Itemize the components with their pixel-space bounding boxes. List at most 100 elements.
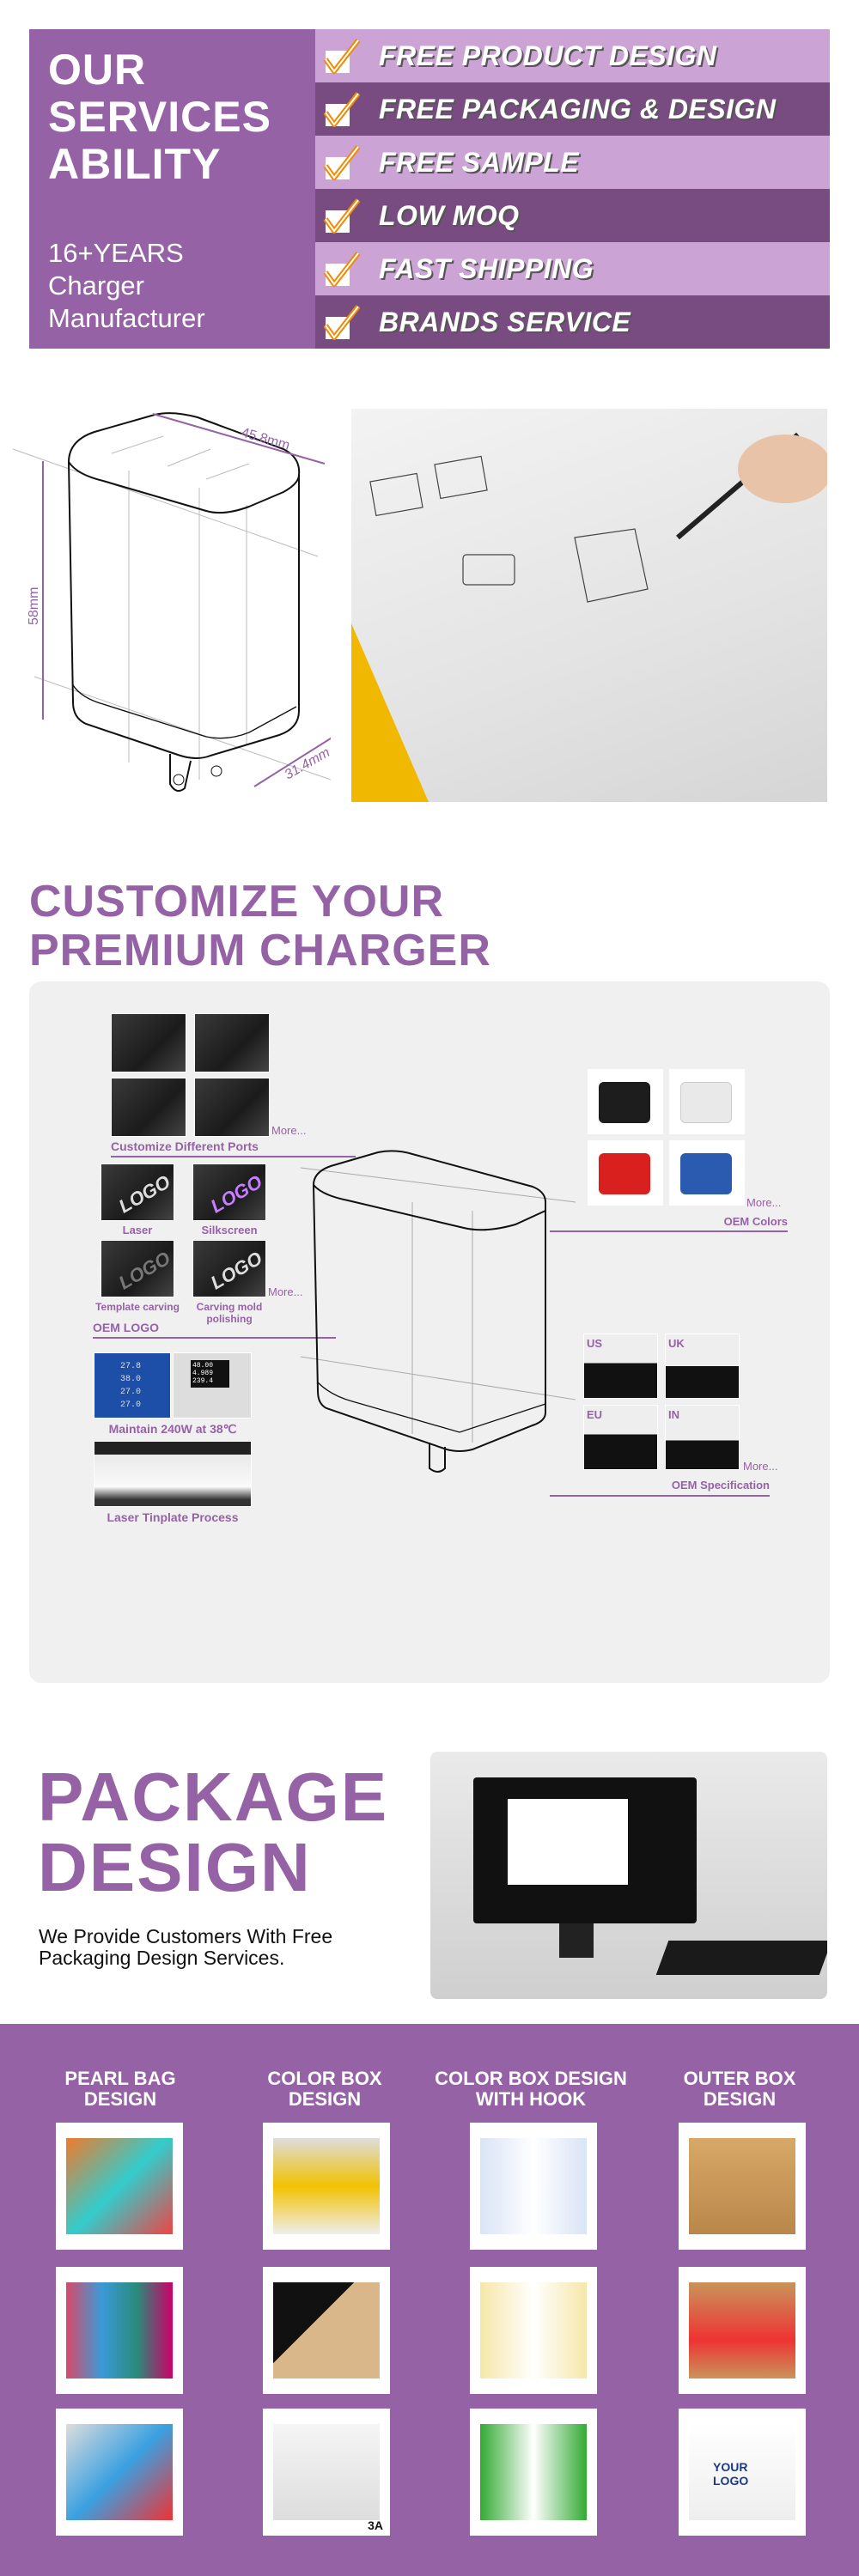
meter-reading: 38.0 xyxy=(120,1375,142,1384)
color-option-white xyxy=(669,1069,745,1134)
checkmark-icon xyxy=(322,197,362,234)
services-banner-left: OUR SERVICES ABILITY 16+YEARS Charger Ma… xyxy=(29,29,315,349)
template-carving-image: LOGO xyxy=(101,1240,174,1297)
oem-spec-label: OEM Specification xyxy=(671,1479,770,1492)
package-sample-image xyxy=(470,2409,597,2536)
service-row: FREE PRODUCT DESIGN xyxy=(315,29,830,82)
column-title-line: COLOR BOX xyxy=(267,2068,382,2089)
colors-more-link[interactable]: More... xyxy=(746,1196,782,1209)
package-sample-image xyxy=(679,2123,806,2250)
service-label: FREE PRODUCT DESIGN xyxy=(379,39,717,71)
maintain-label: Maintain 240W at 38℃ xyxy=(108,1422,237,1436)
plug-in-label: IN xyxy=(668,1408,679,1421)
checkmark-icon xyxy=(322,37,362,75)
color-option-blue xyxy=(669,1140,745,1206)
plug-in-image: IN xyxy=(665,1405,740,1470)
spec-more-link[interactable]: More... xyxy=(743,1460,778,1473)
logo-text: LOGO xyxy=(206,1247,266,1294)
oem-colors-arrow xyxy=(550,1230,788,1232)
plug-us-image: US xyxy=(583,1334,658,1399)
port-option-image xyxy=(194,1013,270,1072)
checkmark-icon xyxy=(322,90,362,128)
checkmark-icon xyxy=(322,303,362,341)
logo-text: LOGO xyxy=(206,1170,266,1218)
logo-text: LOGO xyxy=(114,1170,174,1218)
package-sample-image xyxy=(263,2123,390,2250)
plug-uk-image: UK xyxy=(665,1334,740,1399)
package-subtitle-line: Packaging Design Services. xyxy=(39,1947,285,1969)
port-option-image xyxy=(111,1013,186,1072)
plug-eu-image: EU xyxy=(583,1405,658,1470)
oem-spec-arrow xyxy=(550,1495,770,1497)
ports-label: Customize Different Ports xyxy=(111,1139,259,1153)
meter-reading: 4.989 xyxy=(192,1370,214,1377)
laser-tinplate-image xyxy=(94,1441,252,1507)
banner-title-line: ABILITY xyxy=(48,140,222,188)
column-title-line: DESIGN xyxy=(703,2088,777,2110)
silkscreen-logo-image: LOGO xyxy=(192,1163,266,1221)
package-subtitle-line: We Provide Customers With Free xyxy=(39,1925,333,1947)
service-row: FREE SAMPLE xyxy=(315,136,830,189)
laser-logo-image: LOGO xyxy=(101,1163,174,1221)
customize-title: CUSTOMIZE YOUR PREMIUM CHARGER xyxy=(29,878,491,975)
package-sample-image xyxy=(470,2267,597,2394)
banner-title-line: SERVICES xyxy=(48,93,271,141)
checkmark-icon xyxy=(322,143,362,181)
service-row: LOW MOQ xyxy=(315,189,830,242)
service-row: FREE PACKAGING & DESIGN xyxy=(315,82,830,136)
package-sample-image: YOUR LOGO xyxy=(679,2409,806,2536)
plug-eu-label: EU xyxy=(587,1408,603,1421)
banner-title-line: OUR xyxy=(48,46,147,94)
package-sample-image: 3A xyxy=(263,2409,390,2536)
width-dimension-label: 45.8mm xyxy=(240,426,291,453)
ports-arrow xyxy=(111,1156,356,1157)
service-label: FREE PACKAGING & DESIGN xyxy=(379,93,777,125)
package-title-line: PACKAGE xyxy=(38,1759,389,1835)
laser-tinplate-label: Laser Tinplate Process xyxy=(107,1510,239,1524)
service-row: FAST SHIPPING xyxy=(315,242,830,295)
color-option-red xyxy=(588,1140,663,1206)
ports-more-link[interactable]: More... xyxy=(271,1124,307,1137)
carving-mold-image: LOGO xyxy=(192,1240,266,1297)
package-sample-image xyxy=(56,2123,183,2250)
services-banner: OUR SERVICES ABILITY 16+YEARS Charger Ma… xyxy=(29,29,830,349)
port-option-image xyxy=(111,1078,186,1137)
oem-logo-arrow xyxy=(93,1337,336,1339)
meter-reading: 48.00 xyxy=(192,1362,214,1370)
column-title-line: PEARL BAG xyxy=(64,2068,176,2089)
package-title: PACKAGE DESIGN xyxy=(38,1762,388,1903)
package-sample-image xyxy=(263,2267,390,2394)
service-label: FREE SAMPLE xyxy=(379,146,580,178)
column-title-line: WITH HOOK xyxy=(475,2088,587,2110)
package-title-line: DESIGN xyxy=(38,1829,312,1905)
plug-uk-label: UK xyxy=(668,1337,685,1350)
logo-more-link[interactable]: More... xyxy=(268,1285,303,1298)
meter-reading: 239.4 xyxy=(192,1377,214,1385)
design-monitor-photo xyxy=(430,1752,827,1999)
oem-logo-label: OEM LOGO xyxy=(93,1321,159,1334)
banner-title: OUR SERVICES ABILITY xyxy=(48,46,271,188)
column-title-line: OUTER BOX xyxy=(683,2068,796,2089)
template-carving-label: Template carving xyxy=(95,1301,180,1313)
port-option-image xyxy=(194,1078,270,1137)
banner-subtitle-line: 16+YEARS xyxy=(48,238,184,268)
carving-mold-label: Carving mold polishing xyxy=(196,1301,263,1325)
package-sample-image xyxy=(56,2409,183,2536)
package-sample-image xyxy=(679,2267,806,2394)
laser-label: Laser xyxy=(122,1224,153,1236)
service-label: LOW MOQ xyxy=(379,199,520,231)
meter-reading: 27.0 xyxy=(120,1388,142,1397)
meter-reading: 27.0 xyxy=(120,1400,142,1410)
oem-colors-label: OEM Colors xyxy=(723,1215,788,1228)
silkscreen-label: Silkscreen xyxy=(201,1224,258,1236)
logo-text: LOGO xyxy=(114,1247,174,1294)
banner-subtitle: 16+YEARS Charger Manufacturer xyxy=(48,237,205,335)
package-sample-image xyxy=(56,2267,183,2394)
column-title-line: DESIGN xyxy=(83,2088,157,2110)
